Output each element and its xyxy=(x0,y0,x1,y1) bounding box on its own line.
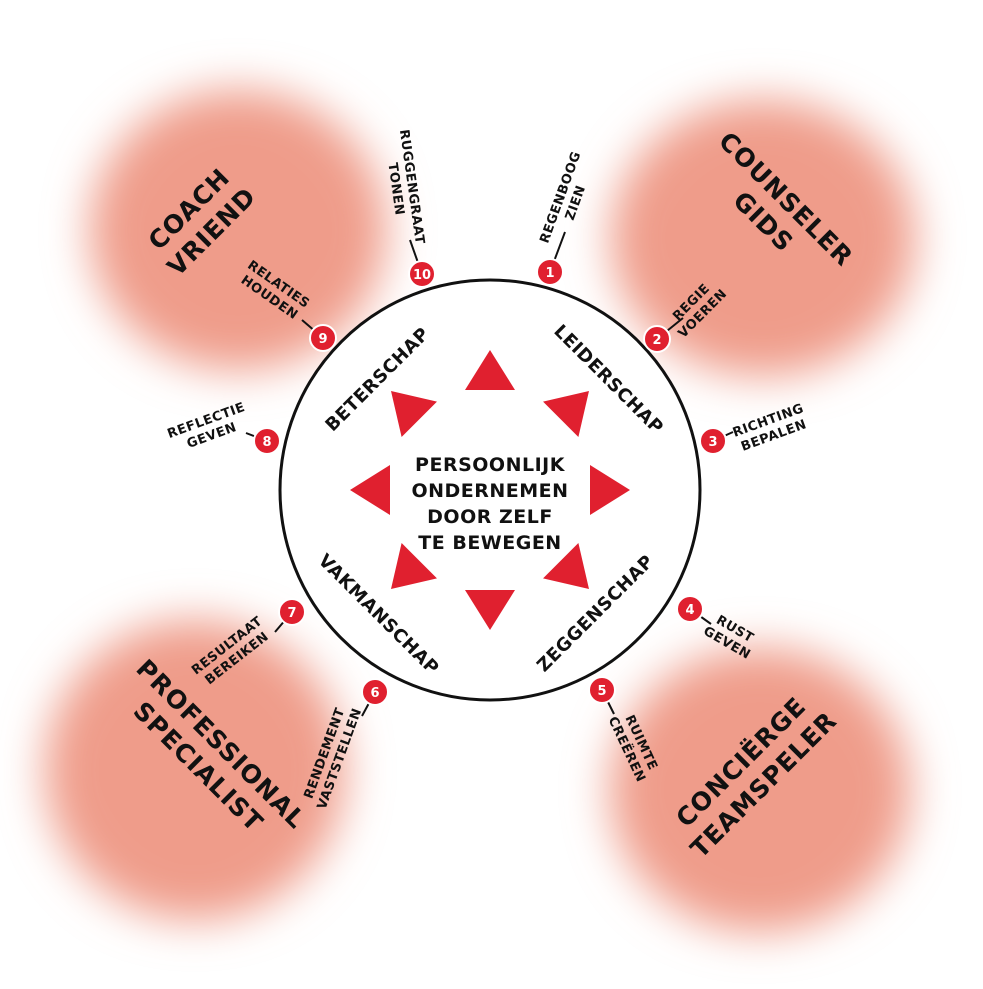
arrow-up-right-icon xyxy=(543,391,589,437)
badge-number-8: 8 xyxy=(262,435,271,450)
badge-circle-1 xyxy=(536,258,564,286)
center-line-3: DOOR ZELF xyxy=(427,506,553,528)
badge-circle-4 xyxy=(676,595,704,623)
badge-number-2: 2 xyxy=(652,333,661,348)
blob-coach-vriend xyxy=(90,90,386,370)
badge-number-5: 5 xyxy=(597,684,606,699)
badge-circle-6 xyxy=(361,678,389,706)
spoke-label-line: TONEN xyxy=(384,162,406,217)
badge-circle-8 xyxy=(253,427,281,455)
arrow-down-right-icon xyxy=(543,543,589,589)
badge-number-10: 10 xyxy=(413,268,431,283)
arrow-down-left-icon xyxy=(391,543,437,589)
number-badges: 1 2 3 4 5 6 7 8 9 10 xyxy=(253,258,727,706)
badge-number-6: 6 xyxy=(370,686,379,701)
center-text-block: PERSOONLIJK ONDERNEMEN DOOR ZELF TE BEWE… xyxy=(411,454,568,554)
central-circle xyxy=(278,278,702,702)
spoke-label-10: RUGGENGRAAT TONEN xyxy=(384,129,426,246)
badge-number-1: 1 xyxy=(545,266,554,281)
badge-number-3: 3 xyxy=(708,435,717,450)
badge-circle-7 xyxy=(278,598,306,626)
spoke-label-8: REFLECTIE GEVEN xyxy=(166,400,248,452)
badge-number-9: 9 xyxy=(318,332,327,347)
center-line-1: PERSOONLIJK xyxy=(415,454,566,476)
blob-concierge-teamspeler xyxy=(610,648,910,932)
center-line-4: TE BEWEGEN xyxy=(418,532,561,554)
arrow-right-icon xyxy=(590,465,630,515)
blob-professional-specialist xyxy=(45,620,345,920)
arrow-up-left-icon xyxy=(391,391,437,437)
arrows xyxy=(350,350,630,630)
center-line-2: ONDERNEMEN xyxy=(411,480,568,502)
badge-circle-3 xyxy=(699,427,727,455)
arrow-left-icon xyxy=(350,465,390,515)
spoke-label-1: REGENBOOG ZIEN xyxy=(537,150,589,246)
arrow-up-icon xyxy=(465,350,515,390)
spoke-label-3: RICHTING BEPALEN xyxy=(731,401,809,455)
blobs-layer xyxy=(45,90,915,932)
arrow-down-icon xyxy=(465,590,515,630)
blob-counseler-gids xyxy=(611,100,915,376)
badge-circle-10 xyxy=(408,260,436,288)
badge-circle-2 xyxy=(643,325,671,353)
badge-circle-5 xyxy=(588,676,616,704)
badge-number-4: 4 xyxy=(685,603,694,618)
badge-number-7: 7 xyxy=(287,606,296,621)
badge-circle-9 xyxy=(309,324,337,352)
